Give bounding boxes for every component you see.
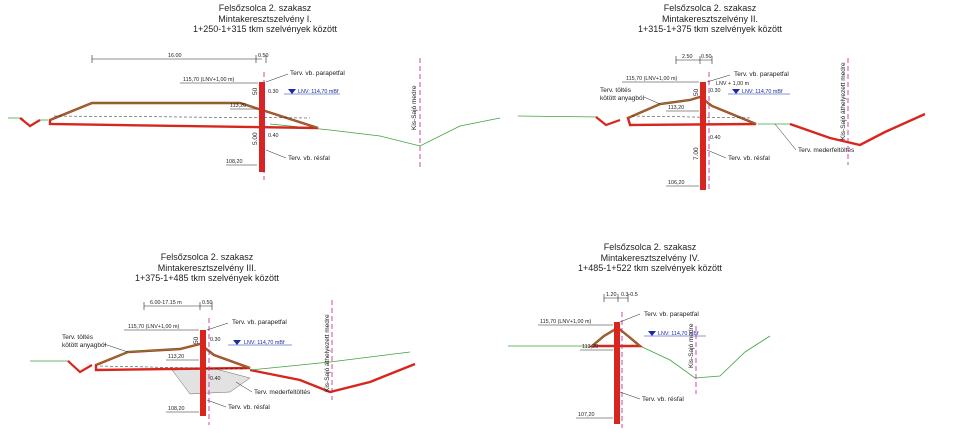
panel-2-wall-height: 0.30: [710, 88, 721, 94]
panel-4-mid-level: 113,20: [582, 344, 598, 350]
panel-3-top-width: 6.00-17.15 m: [150, 300, 182, 306]
panel-2-title: Felsőzsolca 2. szakasz Mintakeresztszelv…: [590, 3, 830, 35]
panel-1-sheet-label: Terv. vb. résfal: [288, 155, 330, 162]
panel-3-top-small: 0.50: [202, 300, 213, 306]
panel-2-top-width: 2.50: [682, 54, 693, 60]
panel-3-wall-height: 0.30: [210, 337, 221, 343]
panel-1-title: Felsőzsolca 2. szakasz Mintakeresztszelv…: [150, 3, 380, 35]
panel-4-title: Felsőzsolca 2. szakasz Mintakeresztszelv…: [530, 242, 770, 274]
panel-1-wall-height: 0.30: [268, 89, 279, 95]
panel-2-bed-label: Terv. mederfeltöltés: [798, 147, 855, 154]
panel-1-mid-level: 113,20: [230, 103, 246, 109]
panel-1-title-line-1: Felsőzsolca 2. szakasz: [218, 3, 312, 13]
panel-1-lnv-label: LNV: 114,70 mBf: [298, 89, 339, 95]
panel-2-title-line-2: Mintakeresztszelvény II.: [661, 13, 759, 24]
panel-1-v-bot: 5.00: [252, 132, 259, 145]
panel-1-top-small: 0.50: [258, 53, 269, 59]
panel-1-gap-up: 0.40: [268, 133, 279, 139]
panel-1-v-top: 50: [252, 87, 259, 95]
panel-3-title: Felsőzsolca 2. szakasz Mintakeresztszelv…: [92, 252, 322, 284]
panel-4-title-line-1: Felsőzsolca 2. szakasz: [603, 242, 697, 252]
panel-4-lnv-label: LNV: 114,70 mBf: [658, 331, 699, 337]
panel-4-title-line-3: 1+485-1+522 tkm szelvények között: [577, 263, 723, 273]
panel-2-top-small: 0.50: [701, 54, 712, 60]
panel-1-parapet-label: Terv. vb. parapetfal: [290, 70, 345, 77]
panel-1-bottom-level: 108,20: [226, 159, 243, 165]
panel-4-river-label: Kis-Sajó medre: [688, 323, 695, 368]
panel-2-bottom-level: 106,20: [668, 180, 685, 186]
panel-3-parapet-label: Terv. vb. parapetfal: [232, 319, 287, 326]
panel-2-title-line-1: Felsőzsolca 2. szakasz: [663, 3, 757, 13]
panel-2-sheet-label: Terv. vb. résfal: [728, 155, 770, 162]
panel-3-title-line-1: Felsőzsolca 2. szakasz: [160, 252, 254, 262]
panel-4-parapet-label: Terv. vb. parapetfal: [644, 311, 699, 318]
panel-1-top-width: 16.00: [168, 53, 182, 59]
panel-4-top-width: 1.20: [606, 292, 617, 298]
panel-1-river-label: Kis-Sajó medre: [411, 85, 418, 130]
panel-2-mid-level: 113,20: [668, 105, 684, 111]
panel-3-river-label: Kis-Sajó áthelyezett medre: [324, 314, 331, 392]
panel-3-v-top: 50: [193, 336, 200, 344]
panel-3-gap-up: 0.40: [210, 376, 221, 382]
panel-2-v-top: 50: [693, 88, 700, 96]
panel-3-title-line-2: Mintakeresztszelvény III.: [157, 262, 257, 273]
panel-2-gap-up: 0.40: [710, 135, 721, 141]
panel-3-sheet-label: Terv. vb. résfal: [228, 404, 270, 411]
panel-2-parapet-label: Terv. vb. parapetfal: [734, 71, 789, 78]
panel-4-top-small: 0.3-0.5: [621, 292, 638, 298]
panel-1-title-line-2: Mintakeresztszelvény I.: [218, 13, 312, 24]
panel-4-sheet-label: Terv. vb. résfal: [642, 396, 684, 403]
panel-2-v-bot: 7.00: [693, 147, 700, 160]
panel-3-fill-label-2: kötött anyagból: [62, 342, 107, 349]
panel-4-bottom-level: 107,20: [578, 412, 595, 418]
panel-2-fill-label-2: kötött anyagból: [600, 95, 645, 102]
panel-2-lnv-small: LNV + 1,00 m: [716, 81, 750, 87]
panel-2-river-label: Kis-Sajó áthelyezett medre: [840, 62, 847, 140]
panel-2-crest-label: 115,70 (LNV+1,00 m): [626, 76, 677, 82]
panel-1-crest-label: 115,70 (LNV+1,00 m): [183, 77, 234, 83]
panel-2-fill-label-1: Terv. töltés: [600, 87, 632, 94]
panel-3-crest-label: 115,70 (LNV+1,00 m): [128, 324, 179, 330]
panel-3-bed-label: Terv. mederfeltöltés: [254, 389, 311, 396]
panel-3-mid-level: 113,20: [168, 354, 184, 360]
panel-2-title-line-3: 1+315-1+375 tkm szelvények között: [637, 24, 783, 34]
panel-3-lnv-label: LNV: 114,70 mBf: [244, 340, 285, 346]
panel-3-fill-label-1: Terv. töltés: [62, 334, 94, 341]
panel-2-lnv-label: LNV: 114,70 mBf: [742, 89, 783, 95]
panel-3-title-line-3: 1+375-1+485 tkm szelvények között: [134, 273, 280, 283]
panel-1-title-line-3: 1+250-1+315 tkm szelvények között: [192, 24, 338, 34]
panel-4-crest-label: 115,70 (LNV+1,00 m): [540, 319, 591, 325]
panel-4-title-line-2: Mintakeresztszelvény IV.: [600, 252, 700, 263]
panel-3-bottom-level: 108,20: [168, 406, 185, 412]
